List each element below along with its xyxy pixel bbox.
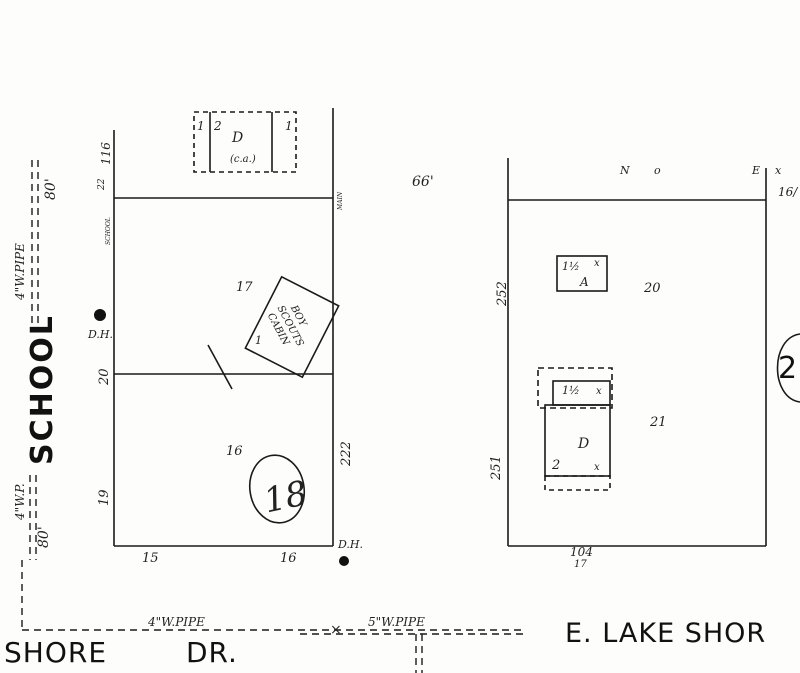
- building-code: D: [231, 130, 243, 146]
- top-label: N: [619, 164, 630, 177]
- boy-scouts-cabin-outline: [244, 275, 340, 379]
- mark: x: [594, 258, 600, 269]
- lot-number: 21: [649, 415, 667, 430]
- dimension-label: 222: [339, 441, 354, 467]
- pipe-label: 4"W.PIPE: [13, 243, 27, 301]
- hydrant-icon: [339, 556, 349, 566]
- dimension-label: 22: [97, 178, 107, 191]
- dimension-label: 104: [570, 545, 593, 559]
- hydrant-icon: [94, 309, 106, 321]
- dimension-label: 66': [412, 174, 434, 190]
- dimension-label: 19: [97, 489, 112, 506]
- building-a-outline: [556, 255, 608, 292]
- dimension-label: 16/: [778, 185, 799, 199]
- story-label: 2: [213, 119, 222, 133]
- building-code: A: [579, 275, 589, 289]
- hydrant-label: D.H.: [87, 328, 113, 341]
- top-label: E: [751, 164, 760, 177]
- block-number: 18: [260, 473, 311, 521]
- side-label: SCHOOL: [105, 217, 112, 245]
- building-d-dashed-porch: [537, 367, 613, 409]
- top-label: x: [775, 164, 782, 177]
- building-d-main: [544, 404, 611, 477]
- dimension-label: 17: [574, 559, 587, 570]
- story-label: 1½: [562, 260, 580, 273]
- building-code: D: [577, 436, 589, 452]
- mark: x: [596, 386, 602, 397]
- hydrant-label: D.H.: [337, 538, 363, 551]
- circled-number: 2: [778, 351, 797, 386]
- dr-street-label: DR.: [186, 636, 238, 669]
- dimension-label: 15: [142, 551, 159, 566]
- story-label: 2: [551, 458, 560, 473]
- story-label: 1: [255, 334, 262, 347]
- pipe-junction-mark: ×: [330, 622, 342, 638]
- building-d-dashed-rear: [544, 475, 611, 491]
- lot-number: 20: [643, 281, 661, 296]
- pipe-label: 5"W.PIPE: [368, 615, 425, 629]
- block-number-ellipse: [248, 454, 306, 524]
- school-street-label: SCHOOL: [25, 314, 60, 465]
- side-label: MAIN: [337, 191, 344, 211]
- pipe-label: 4"W.P.: [13, 483, 27, 521]
- building-note: (c.a.): [230, 154, 256, 165]
- porch-mark: [207, 344, 233, 390]
- story-label: 1½: [562, 384, 580, 397]
- lake-shore-street-label: E. LAKE SHOR: [565, 618, 766, 649]
- dimension-label: 252: [495, 281, 510, 307]
- top-label: o: [654, 164, 661, 177]
- dimension-label: 20: [97, 368, 112, 386]
- circled-number-arc: [776, 333, 800, 403]
- shore-street-label: SHORE: [4, 636, 107, 669]
- lot-number: 17: [236, 280, 253, 295]
- story-label: 1: [197, 119, 205, 133]
- dimension-label: 116: [99, 142, 113, 165]
- pipe-label: 4"W.PIPE: [147, 615, 205, 629]
- dimension-label: 80': [36, 526, 52, 548]
- story-label: 1: [285, 119, 293, 133]
- dimension-label: 251: [489, 455, 504, 481]
- lot-number: 16: [226, 444, 243, 459]
- dimension-label: 16: [280, 551, 297, 566]
- mark: x: [594, 462, 600, 473]
- dimension-label: 80': [43, 178, 59, 200]
